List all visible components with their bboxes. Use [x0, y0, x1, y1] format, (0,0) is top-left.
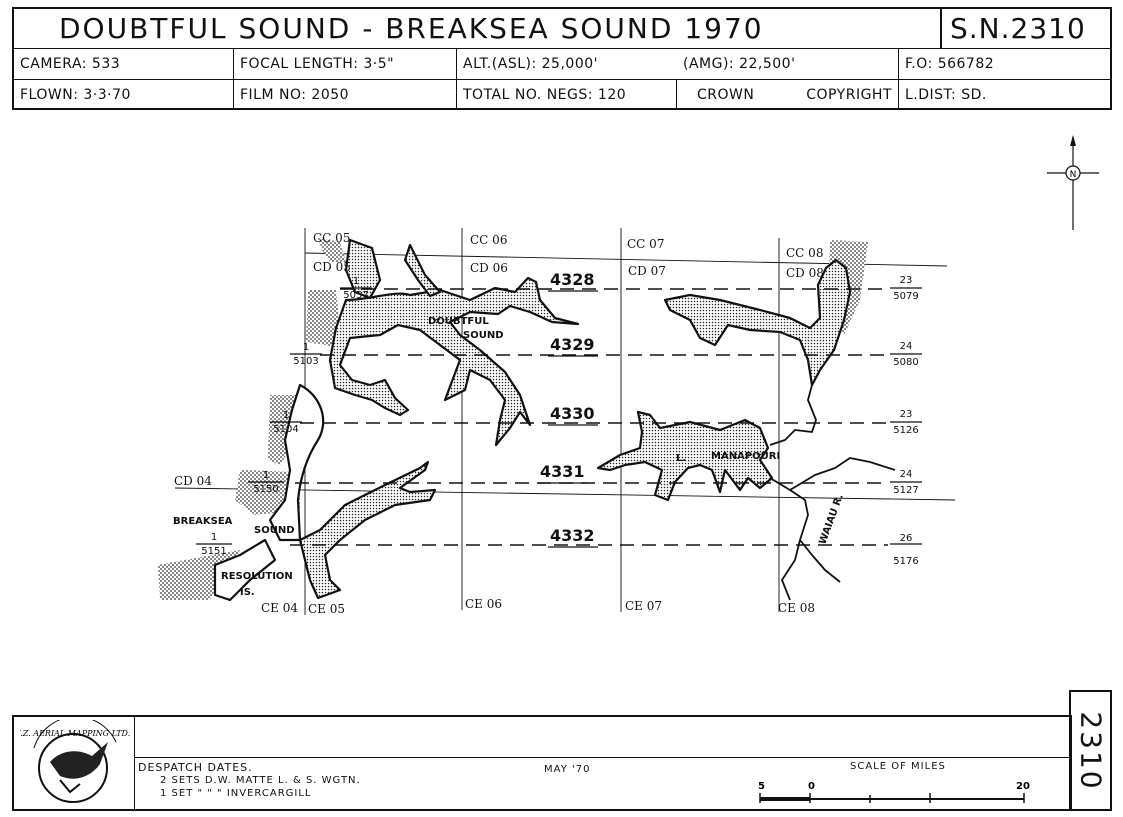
scale-label: 0 [808, 781, 815, 792]
company-logo: N.Z. AERIAL MAPPING LTD. [20, 720, 130, 803]
frame-start: 5104 [273, 424, 298, 435]
place-label: L. [676, 453, 686, 464]
rivers [769, 384, 896, 601]
ne-inlet [663, 258, 852, 387]
grid-label: CE 08 [778, 601, 815, 615]
place-label: BREAKSEA [173, 516, 233, 527]
scale-label: 5 [758, 781, 765, 792]
flown-cell: FLOWN: 3·3·70 [14, 80, 234, 110]
frame-start: 5151 [201, 546, 226, 557]
film-cell: FILM NO: 2050 [234, 80, 457, 110]
grid-label: CC 06 [470, 233, 507, 247]
grid-label: CD 06 [470, 261, 508, 275]
frame-start: 5103 [293, 356, 318, 367]
despatch-heading: DESPATCH DATES. [138, 761, 253, 774]
run-number: 4332 [550, 526, 595, 545]
place-label: WAIAU R. [817, 493, 845, 546]
frame-end: 24 [900, 469, 913, 480]
run-number: 4328 [550, 270, 595, 289]
grid-label: CC 08 [786, 246, 823, 260]
north-label: N [1070, 170, 1077, 180]
frame-start: 5057 [343, 290, 368, 301]
frame-start: 5150 [253, 484, 278, 495]
fraction-bars [196, 287, 922, 548]
frame-end: 23 [900, 275, 913, 286]
divider [134, 717, 135, 809]
grid-label: CC 05 [313, 231, 350, 245]
frame-end: 5080 [893, 357, 918, 368]
scale-title: SCALE OF MILES [850, 761, 946, 772]
place-label: DOUBTFUL [428, 316, 489, 327]
side-sheet-number: 2310 [1069, 690, 1112, 811]
focal-length-cell: FOCAL LENGTH: 3·5" [234, 49, 457, 79]
grid-label: CD 04 [174, 474, 212, 488]
place-label: RESOLUTION [221, 571, 293, 582]
amg-cell: (AMG): 22,500' [677, 49, 899, 79]
alt-asl-cell: ALT.(ASL): 25,000' [463, 56, 598, 72]
place-label: SOUND [254, 525, 295, 536]
place-label: MANAPOURI [711, 451, 780, 462]
side-sheet-number-text: 2310 [1074, 710, 1107, 791]
despatch-date: MAY '70 [544, 764, 591, 775]
run-number: 4329 [550, 335, 595, 354]
sheet-number: S.N.2310 [950, 12, 1086, 45]
footer-panel: N.Z. AERIAL MAPPING LTD. DESPATCH DATES.… [12, 715, 1072, 811]
grid-label: CD 05 [313, 260, 351, 274]
grid-label: CE 06 [465, 597, 502, 611]
despatch-line: 1 SET " " " INVERCARGILL [160, 788, 312, 799]
map-title: DOUBTFUL SOUND - BREAKSEA SOUND 1970 [14, 9, 942, 48]
frame-start: 1 [303, 342, 309, 353]
run-number: 4330 [550, 404, 595, 423]
grid-label: CD 08 [786, 266, 824, 280]
divider [14, 48, 1110, 49]
flight-run-lines [290, 288, 888, 546]
grid-label: CE 05 [308, 602, 345, 616]
grid-label: CE 07 [625, 599, 662, 613]
frame-end: 5176 [893, 556, 918, 567]
frame-end: 5079 [893, 291, 918, 302]
frame-start: 1 [283, 410, 289, 421]
run-number: 4331 [540, 462, 585, 481]
grid-label: CE 04 [261, 601, 298, 615]
negs-cell: TOTAL NO. NEGS: 120 [457, 80, 677, 110]
divider [134, 757, 1070, 758]
grid-labels: CC 05 CC 06 CC 07 CC 08 CD 05 CD 06 CD 0… [174, 231, 824, 616]
lake-manapouri [596, 410, 774, 502]
despatch-line: 2 SETS D.W. MATTE L. & S. WGTN. [160, 775, 361, 786]
place-label: SOUND [463, 330, 504, 341]
frame-end: 26 [900, 533, 913, 544]
run-numbers: 4328 4329 4330 4331 4332 [540, 270, 595, 545]
frame-start: 1 [353, 276, 359, 287]
frame-end: 24 [900, 341, 913, 352]
frame-end: 5126 [893, 425, 918, 436]
frame-end: 5127 [893, 485, 918, 496]
doubtful-sound-water [328, 238, 580, 447]
frame-start: 1 [211, 532, 217, 543]
copyright-label: COPYRIGHT [806, 87, 892, 103]
scale-bar: 5 0 20 [758, 781, 1030, 803]
logo-text: N.Z. AERIAL MAPPING LTD. [20, 729, 130, 738]
crown-label: CROWN [697, 87, 755, 103]
frame-end: 23 [900, 409, 913, 420]
header-table: DOUBTFUL SOUND - BREAKSEA SOUND 1970 S.N… [12, 7, 1112, 110]
ldist-cell: L.DIST: SD. [905, 87, 987, 103]
divider [14, 79, 1110, 80]
copyright-cell: CROWN COPYRIGHT [677, 80, 899, 110]
scale-label: 20 [1016, 781, 1030, 792]
fo-cell: F.O: 566782 [905, 56, 995, 72]
north-arrow-icon: N [1047, 135, 1099, 230]
grid-label: CD 07 [628, 264, 666, 278]
grid-label: CC 07 [627, 237, 664, 251]
place-label: IS. [240, 587, 255, 598]
frame-numbers: 1 5057 1 5103 1 5104 1 5150 1 5151 23 50… [201, 275, 918, 567]
frame-start: 1 [263, 470, 269, 481]
camera-cell: CAMERA: 533 [14, 49, 234, 79]
